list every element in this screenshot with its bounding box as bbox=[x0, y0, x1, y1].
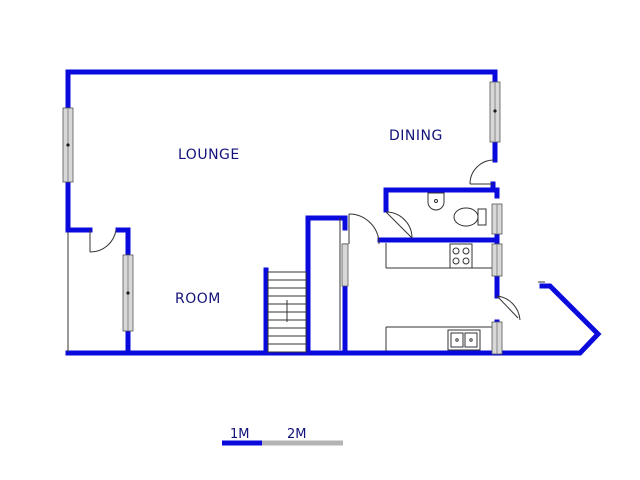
scale-bar: 1M 2M bbox=[222, 427, 343, 446]
window-dining-right bbox=[489, 81, 501, 143]
window-kitchen bbox=[491, 243, 503, 277]
fixtures bbox=[427, 192, 487, 351]
wall-room-partition bbox=[115, 227, 131, 356]
door-dining bbox=[469, 159, 495, 185]
room-label-dining: DINING bbox=[389, 128, 443, 144]
wall-stair-core bbox=[305, 215, 348, 356]
stove bbox=[449, 243, 473, 269]
scale-label-2m: 2M bbox=[287, 427, 307, 442]
toilet bbox=[453, 207, 487, 227]
scale-label-1m: 1M bbox=[230, 427, 250, 442]
wall-top-outer bbox=[65, 69, 498, 87]
thin-lines bbox=[67, 218, 495, 352]
door-room bbox=[89, 229, 117, 253]
window-kitchen-lower bbox=[491, 321, 503, 355]
window-room bbox=[122, 254, 134, 332]
wall-right-bottom-angle bbox=[497, 283, 602, 356]
window-toilet bbox=[491, 203, 503, 235]
stairs bbox=[267, 271, 307, 353]
basin bbox=[427, 192, 445, 211]
door-toilet bbox=[385, 211, 413, 239]
doors bbox=[89, 159, 545, 321]
door-kitchen-exit bbox=[496, 295, 521, 321]
walls bbox=[65, 69, 602, 356]
kitchen-sink bbox=[447, 329, 481, 351]
door-stair-core bbox=[348, 213, 380, 245]
window-stair-core bbox=[341, 243, 349, 287]
window-lounge-left bbox=[62, 107, 74, 183]
room-label-room: ROOM bbox=[175, 291, 221, 307]
room-label-lounge: LOUNGE bbox=[178, 147, 240, 163]
wall-left-outer bbox=[65, 69, 93, 233]
windows bbox=[62, 81, 503, 355]
